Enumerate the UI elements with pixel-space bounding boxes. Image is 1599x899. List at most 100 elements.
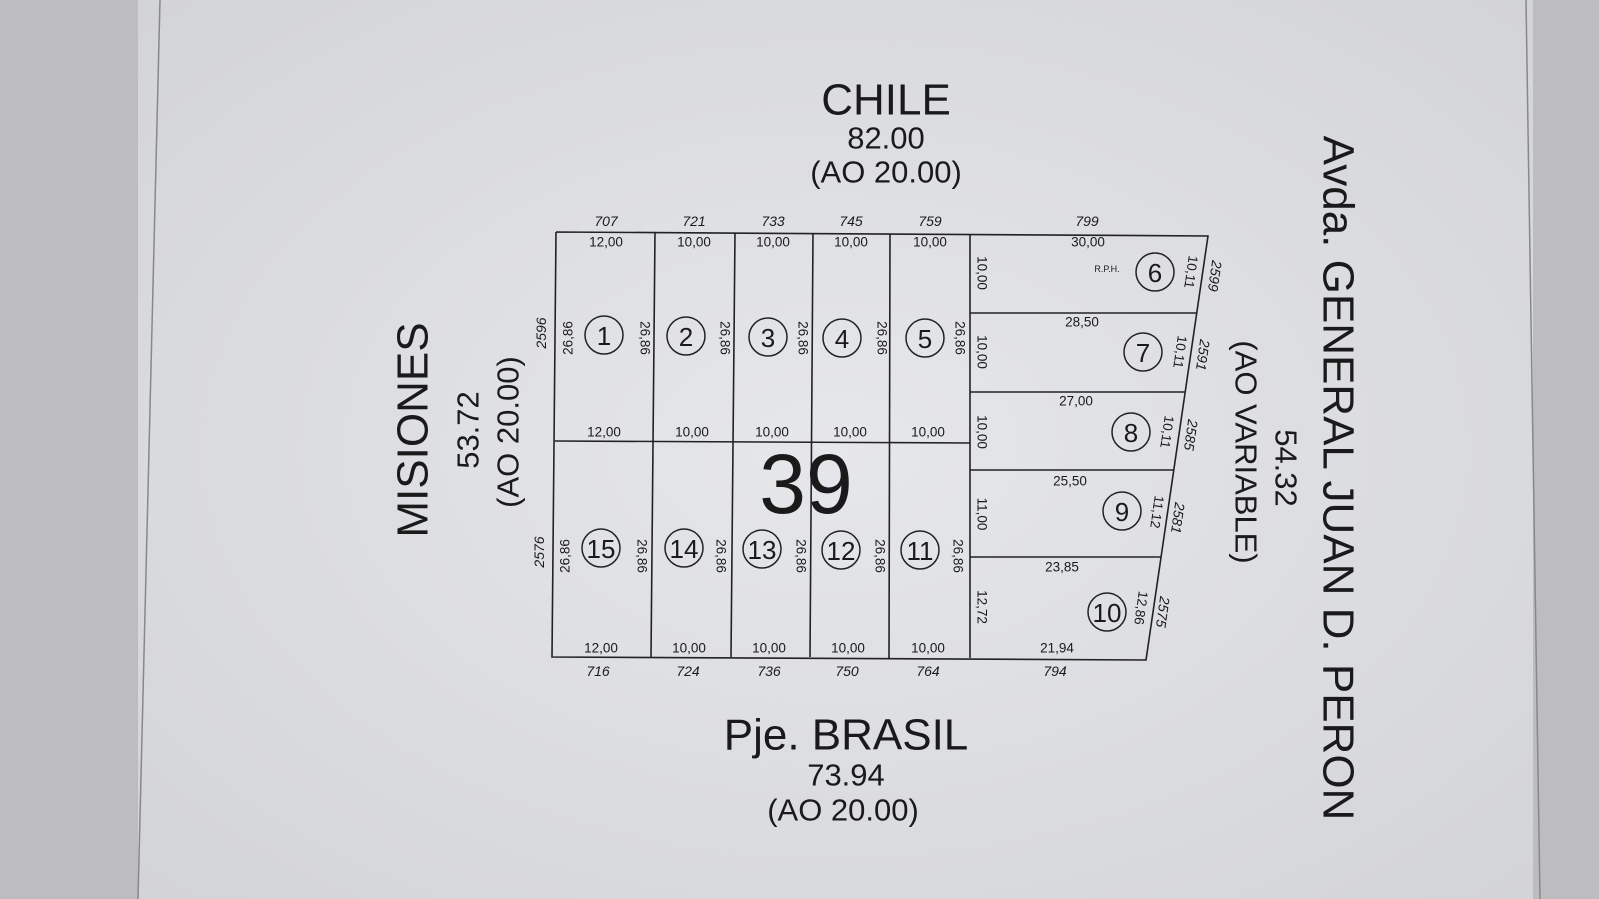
dimension-label: 12,72 — [975, 590, 990, 624]
parcel-number: 799 — [1075, 213, 1099, 229]
street-name-peron: Avda. GENERAL JUAN D. PERON — [1314, 136, 1363, 821]
lot-circle — [1111, 412, 1151, 452]
dimension-label: 10,00 — [975, 256, 990, 290]
parcel-number: 2581 — [1168, 500, 1188, 534]
street-ao: (AO 20.00) — [767, 793, 919, 828]
dimension-label: 10,00 — [752, 641, 786, 656]
block-number: 39 — [759, 437, 852, 531]
lot-circle — [742, 529, 782, 569]
lot-number: 2 — [679, 322, 693, 352]
lot-number: 10 — [1093, 598, 1122, 628]
dimension-label: 26,86 — [561, 321, 576, 355]
dimension-label: 26,86 — [875, 321, 890, 355]
lot-number: 4 — [835, 324, 849, 354]
lot-number: 5 — [918, 324, 932, 354]
lot-number: 15 — [587, 534, 616, 564]
paper-sheet — [138, 0, 1533, 899]
lot-circle — [822, 318, 862, 358]
dimension-label: 10,00 — [911, 641, 945, 656]
dimension-label: 12,00 — [584, 641, 618, 656]
lot-number: 13 — [748, 535, 777, 565]
dimension-label: 26,86 — [953, 321, 968, 355]
paper-edge-left — [137, 0, 161, 899]
lot-number: 14 — [670, 534, 699, 564]
lot-number: 6 — [1148, 258, 1162, 288]
parcel-number: 716 — [586, 663, 610, 679]
dimension-label: 10,11 — [1181, 255, 1200, 290]
dimension-label: 26,86 — [558, 539, 573, 573]
dimension-label: 10,00 — [831, 641, 865, 656]
parcel-number: 2596 — [533, 317, 549, 349]
lot-circle — [1123, 332, 1163, 372]
block-outline — [551, 231, 1209, 661]
dimension-label: 10,00 — [833, 425, 867, 440]
street-length: 73.94 — [807, 758, 885, 793]
dimension-label: 26,86 — [718, 321, 733, 355]
lot-circle — [581, 528, 621, 568]
street-ao: (AO 20.00) — [810, 155, 962, 190]
lot-circle — [1087, 592, 1127, 632]
paper-edge-right — [1525, 0, 1541, 899]
dimension-label: 10,00 — [911, 425, 945, 440]
lot-number: 11 — [907, 536, 934, 566]
lot-number: 1 — [597, 321, 611, 351]
parcel-number: 707 — [594, 213, 619, 229]
dimension-label: 26,86 — [796, 321, 811, 355]
parcel-number: 2575 — [1153, 594, 1173, 628]
parcel-number: 759 — [918, 213, 942, 229]
dimension-label: 10,00 — [755, 425, 789, 440]
dimension-label: 11,00 — [975, 498, 990, 531]
parcel-number: 2591 — [1193, 337, 1213, 371]
lot-circle — [748, 317, 788, 357]
lot-circle — [900, 530, 940, 570]
lot-circle — [666, 316, 706, 356]
dimension-label: 10,00 — [975, 335, 990, 369]
street-length: 54.32 — [1269, 429, 1304, 507]
dimension-label: 26,86 — [951, 539, 966, 573]
parcel-number: 736 — [757, 663, 781, 679]
lot-circle — [905, 318, 945, 358]
parcel-number: 745 — [839, 213, 863, 229]
parcel-number: 724 — [676, 663, 700, 679]
dimension-label: 10,00 — [834, 235, 868, 250]
dimension-label: 10,00 — [677, 235, 711, 250]
street-length: 53.72 — [451, 391, 486, 469]
lot-number: 8 — [1124, 418, 1138, 448]
street-ao: (AO VARIABLE) — [1229, 340, 1264, 563]
dimension-label: 10,00 — [975, 415, 990, 449]
street-name-brasil: Pje. BRASIL — [724, 711, 969, 760]
parcel-number: 2585 — [1181, 417, 1201, 451]
lot-circle — [584, 315, 624, 355]
dimension-label: 12,00 — [589, 235, 623, 250]
street-name-misiones: MISIONES — [389, 322, 438, 537]
dimension-label: 28,50 — [1065, 315, 1099, 330]
dimension-label: 10,00 — [756, 235, 790, 250]
street-name-chile: CHILE — [821, 76, 951, 125]
dimension-label: 25,50 — [1053, 474, 1087, 489]
parcel-number: 2599 — [1205, 258, 1225, 292]
lot-number: 3 — [761, 323, 775, 353]
lot-circle — [1135, 252, 1175, 292]
street-length: 82.00 — [847, 121, 925, 156]
dimension-label: 26,86 — [638, 321, 653, 355]
dimension-label: 27,00 — [1059, 394, 1093, 409]
dimension-label: 21,94 — [1040, 641, 1074, 656]
dimension-label: 10,00 — [913, 235, 947, 250]
street-ao: (AO 20.00) — [491, 356, 526, 508]
rph-label: R.P.H. — [1094, 264, 1119, 274]
parcel-number: 764 — [916, 663, 940, 679]
parcel-number: 794 — [1043, 663, 1067, 679]
dimension-label: 10,00 — [672, 641, 706, 656]
parcel-number: 733 — [761, 213, 785, 229]
lot-circle — [821, 530, 861, 570]
dimension-label: 26,86 — [635, 539, 650, 573]
dimension-label: 26,86 — [794, 539, 809, 573]
dimension-label: 10,11 — [1170, 335, 1189, 370]
parcel-number: 750 — [835, 663, 859, 679]
lot-number: 7 — [1136, 338, 1150, 368]
dimension-label: 30,00 — [1071, 235, 1105, 250]
dimension-label: 10,11 — [1157, 415, 1176, 450]
